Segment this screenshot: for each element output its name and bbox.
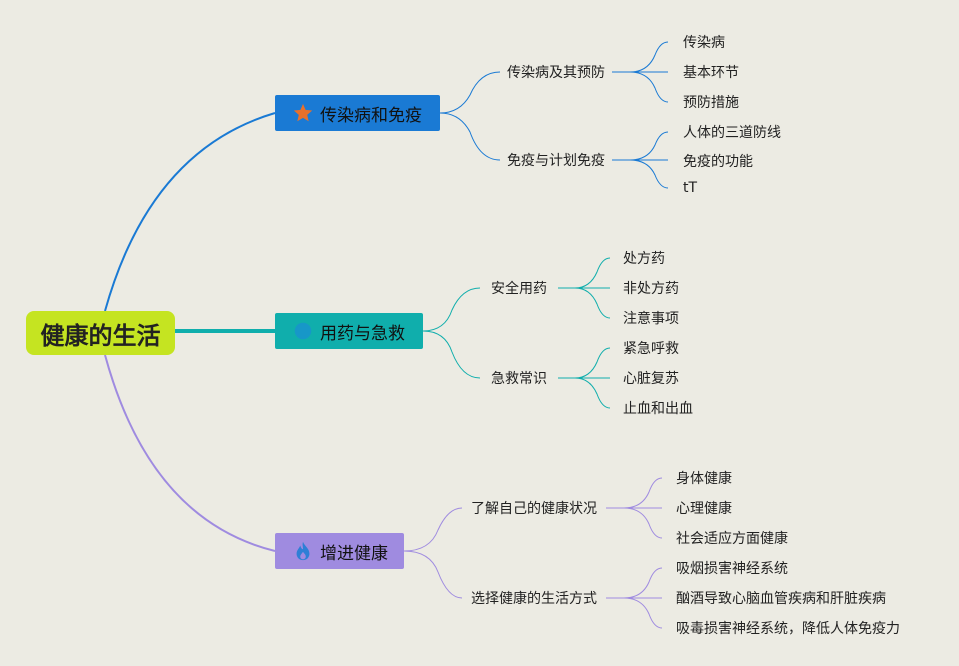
- branch-label: 增进健康: [320, 543, 388, 564]
- leaf-node[interactable]: 预防措施: [683, 95, 739, 111]
- topic-node[interactable]: 传染病及其预防: [500, 62, 612, 82]
- leaf-node[interactable]: 人体的三道防线: [683, 125, 781, 141]
- circle-icon: [292, 320, 314, 342]
- leaf-node[interactable]: 社会适应方面健康: [676, 531, 788, 547]
- leaf-node[interactable]: 吸烟损害神经系统: [676, 561, 788, 577]
- leaf-node[interactable]: 吸毒损害神经系统，降低人体免疫力: [676, 621, 900, 637]
- leaf-node[interactable]: 身体健康: [676, 471, 732, 487]
- leaf-node[interactable]: 非处方药: [623, 281, 679, 297]
- topic-label: 选择健康的生活方式: [471, 591, 597, 607]
- connector-root-b3: [104, 354, 276, 552]
- flame-icon: [292, 540, 314, 562]
- leaf-node[interactable]: tT: [683, 180, 698, 196]
- root-label: 健康的生活: [40, 321, 161, 350]
- branch-node-medicine-first-aid[interactable]: 用药与急救: [275, 313, 423, 349]
- leaf-node[interactable]: 止血和出血: [623, 401, 693, 417]
- leaf-node[interactable]: 心理健康: [676, 501, 732, 517]
- topic-node[interactable]: 急救常识: [480, 368, 558, 388]
- topic-label: 了解自己的健康状况: [471, 501, 597, 517]
- leaf-node[interactable]: 注意事项: [623, 311, 679, 327]
- topic-label: 传染病及其预防: [507, 65, 605, 81]
- star-icon: [292, 102, 314, 124]
- topic-node[interactable]: 了解自己的健康状况: [462, 498, 606, 518]
- topic-label: 免疫与计划免疫: [507, 153, 605, 169]
- branch-label: 传染病和免疫: [320, 105, 422, 126]
- leaf-node[interactable]: 紧急呼救: [623, 341, 679, 357]
- leaf-node[interactable]: 基本环节: [683, 65, 739, 81]
- root-node[interactable]: 健康的生活: [26, 311, 175, 355]
- leaf-node[interactable]: 传染病: [683, 35, 725, 51]
- topic-node[interactable]: 免疫与计划免疫: [500, 150, 612, 170]
- leaf-node[interactable]: 免疫的功能: [683, 154, 753, 170]
- branch-node-promote-health[interactable]: 增进健康: [275, 533, 404, 569]
- leaf-node[interactable]: 处方药: [623, 251, 665, 267]
- connector-root-b1: [104, 112, 276, 312]
- leaf-node[interactable]: 心脏复苏: [623, 371, 679, 387]
- branch-node-infection-immunity[interactable]: 传染病和免疫: [275, 95, 440, 131]
- leaf-node[interactable]: 酗酒导致心脑血管疾病和肝脏疾病: [676, 591, 886, 607]
- branch-label: 用药与急救: [320, 323, 405, 344]
- topic-label: 急救常识: [491, 371, 547, 387]
- topic-node[interactable]: 选择健康的生活方式: [462, 588, 606, 608]
- topic-node[interactable]: 安全用药: [480, 278, 558, 298]
- topic-label: 安全用药: [491, 281, 547, 297]
